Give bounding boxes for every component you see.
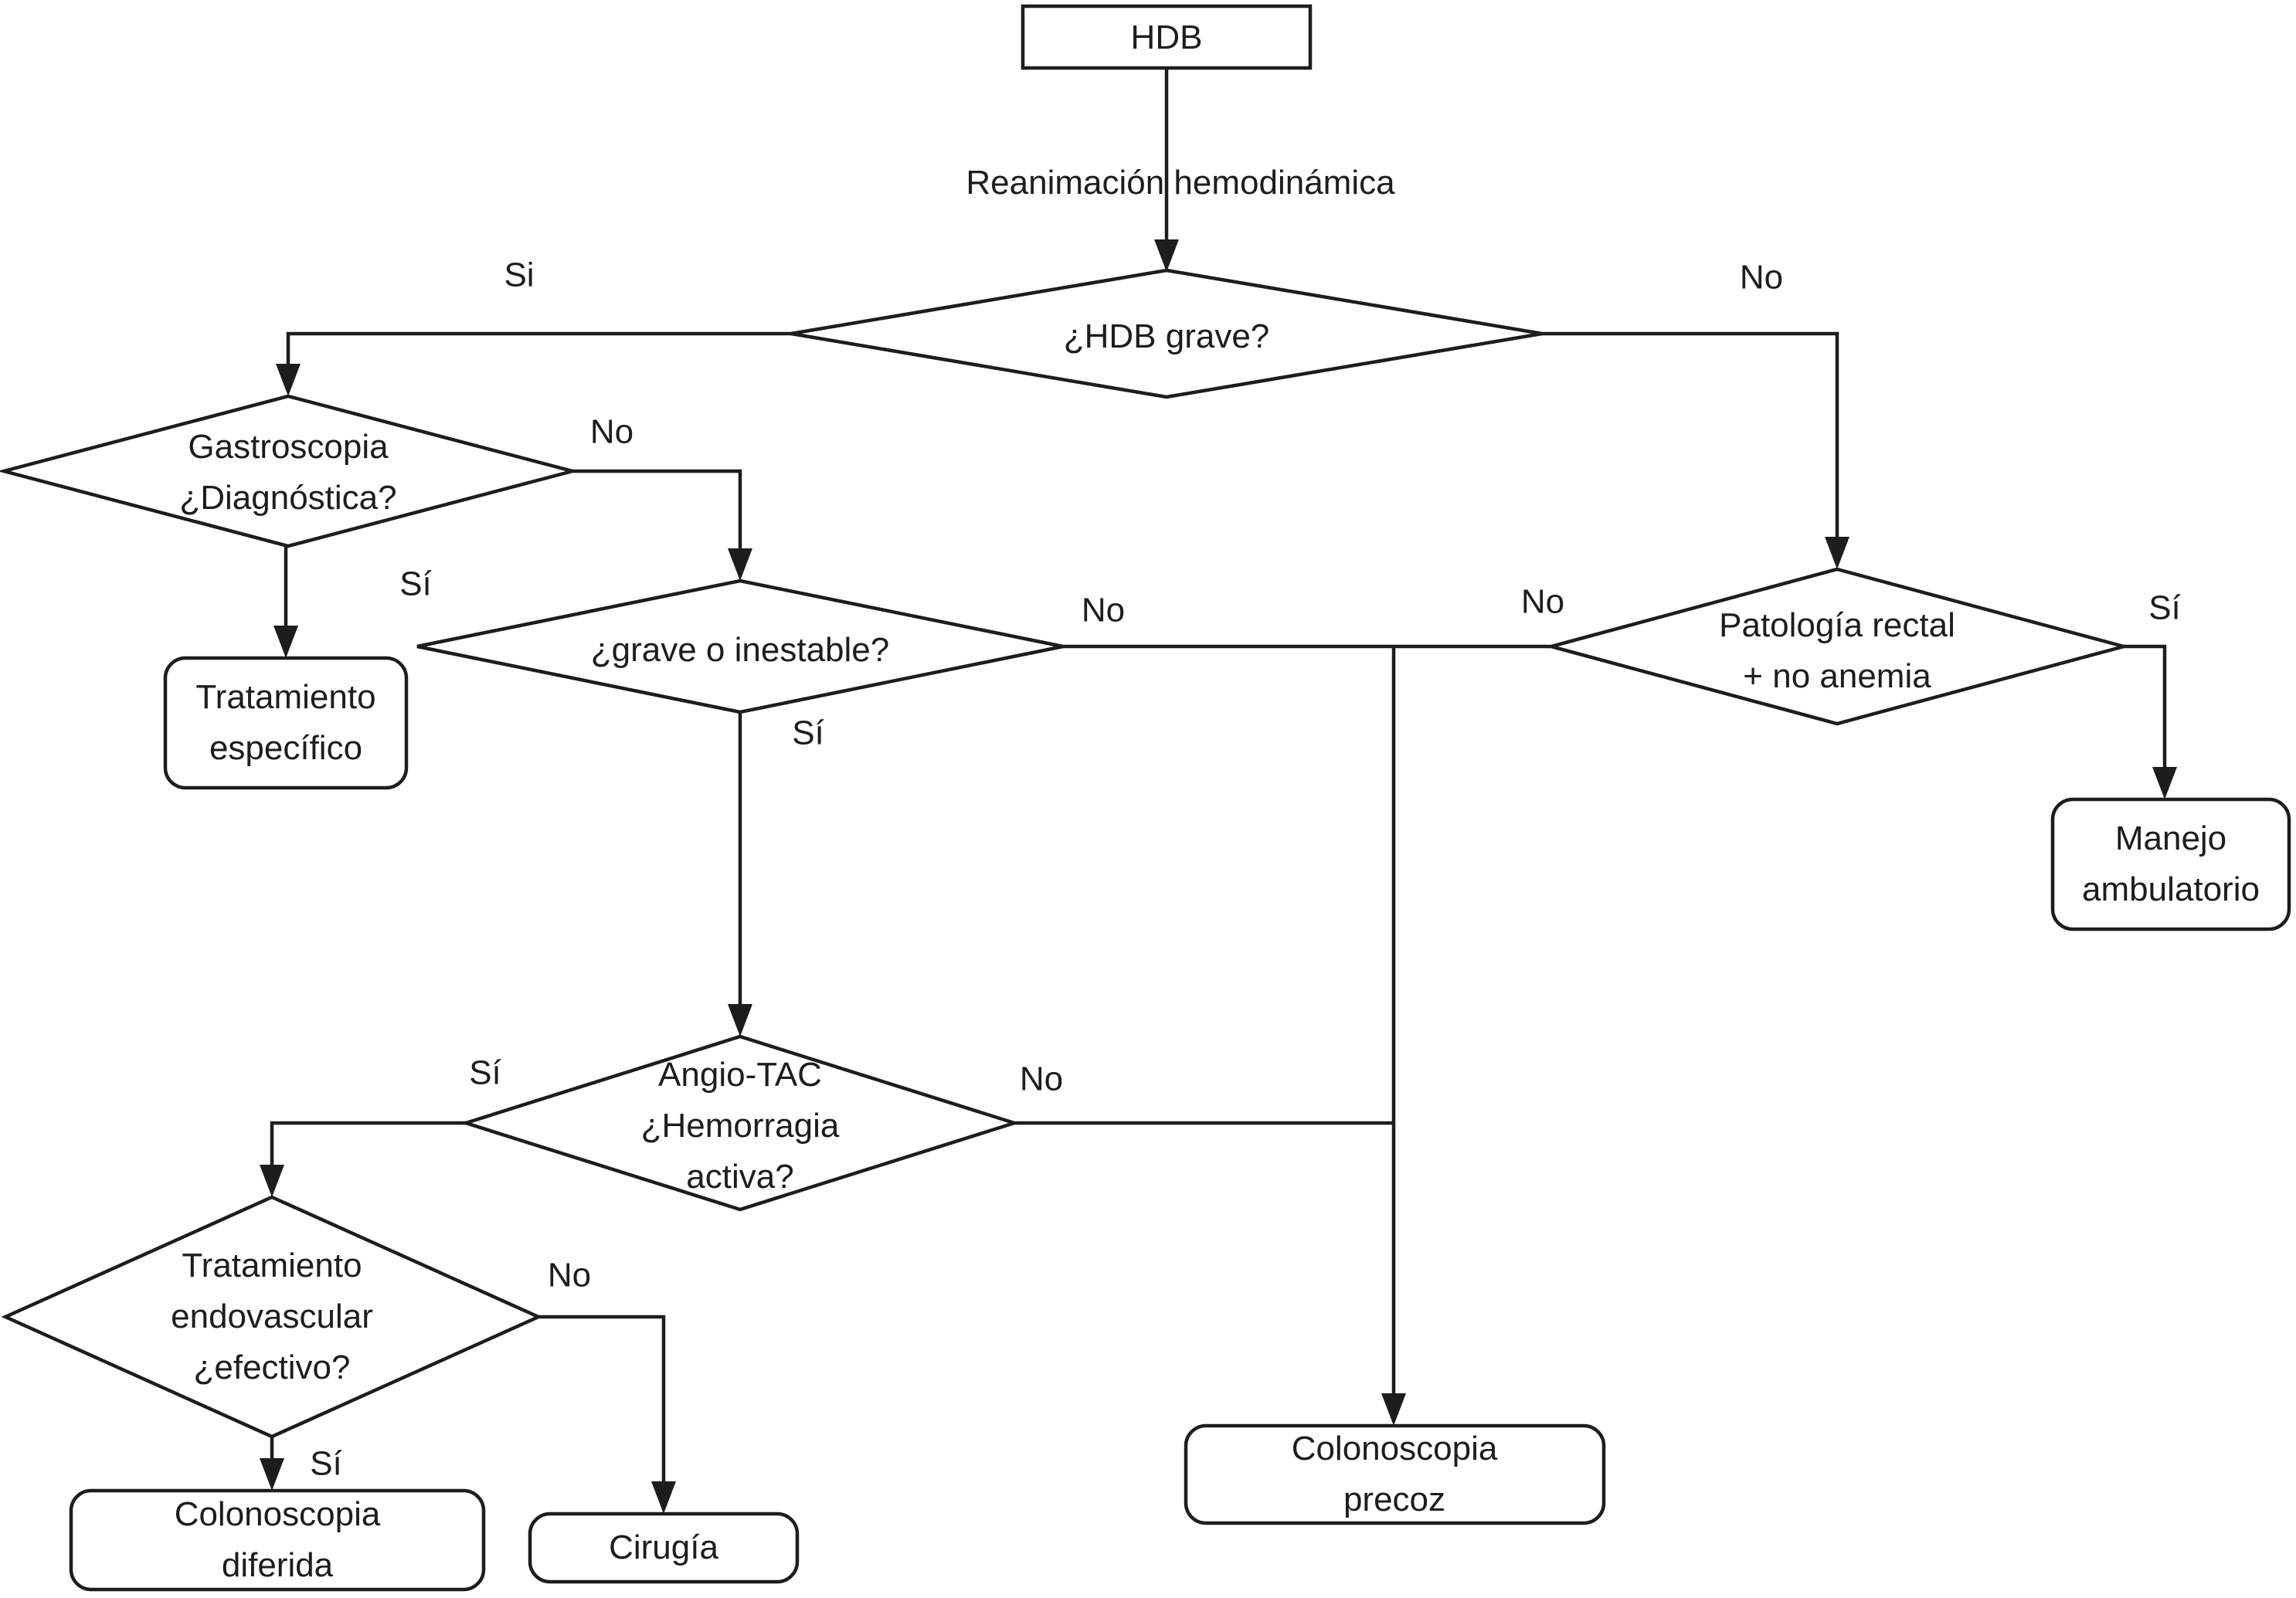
arrowhead-into-angiotac (728, 1004, 752, 1036)
arrowhead-into-graveinestable (728, 548, 752, 581)
edge-label-grave-inestable-si: Sí (792, 714, 824, 752)
arrowhead-into-endovascular (260, 1165, 284, 1197)
arrowhead-into-gastroscopia (276, 364, 301, 396)
terminal-colonoscopia-diferida-shape (69, 1488, 486, 1592)
decision-angio-tac-label: Angio-TAC ¿Hemorragia activa? (640, 1056, 840, 1196)
start-node-hdb-shape (1021, 4, 1313, 70)
terminal-cirugia-label: Cirugía (609, 1528, 718, 1566)
connector-gastroscopia-no (572, 469, 742, 550)
terminal-manejo-ambulatorio-shape (2050, 797, 2291, 931)
arrowhead-into-manejo (2152, 767, 2177, 799)
connectors (260, 68, 2177, 1514)
edge-label-gastroscopia-no: No (589, 412, 634, 451)
reanimacion-process-label: Reanimación hemodinámica (966, 164, 1395, 202)
arrowhead-into-diferida (260, 1458, 284, 1491)
edge-label-endovascular-si: Sí (310, 1444, 342, 1483)
arrowhead-into-cirugia (651, 1481, 676, 1514)
arrowhead-into-tratamiento-especifico (273, 626, 298, 658)
decision-hdb-grave-label: ¿HDB grave? (1063, 317, 1270, 355)
arrowhead-into-precoz (1381, 1393, 1406, 1426)
connector-patologia-si (2124, 644, 2167, 768)
edge-label-patologia-rectal-no: No (1520, 582, 1565, 621)
terminal-colonoscopia-precoz-label: Colonoscopia precoz (1291, 1430, 1498, 1518)
connector-hdbgrave-si (286, 331, 791, 365)
decision-endovascular-shape (1, 1195, 543, 1439)
decision-grave-inestable-shape (416, 578, 1064, 714)
edge-label-endovascular-no: No (547, 1256, 592, 1294)
connector-hdbgrave-no (1542, 331, 1839, 538)
terminal-tratamiento-especifico-label: Tratamiento específico (195, 678, 376, 767)
connector-angiotac-si (270, 1121, 466, 1166)
terminal-colonoscopia-precoz-shape (1184, 1423, 1606, 1525)
terminal-colonoscopia-diferida-label: Colonoscopia diferida (174, 1495, 381, 1584)
arrowhead-into-patologia (1825, 537, 1849, 569)
arrowhead-into-hdbgrave (1154, 239, 1179, 272)
edge-label-patologia-rectal-si: Sí (2148, 589, 2181, 627)
decision-gastroscopia-label: Gastroscopia ¿Diagnóstica? (179, 428, 397, 517)
decision-endovascular-label: Tratamiento endovascular ¿efectivo? (171, 1247, 373, 1386)
decision-hdb-grave-shape (790, 268, 1543, 399)
edge-label-grave-inestable-no: No (1081, 591, 1126, 629)
connector-endovascular-no (538, 1315, 666, 1483)
decision-patologia-rectal-label: Patología rectal + no anemia (1719, 606, 1955, 695)
decision-grave-inestable-label: ¿grave o inestable? (590, 631, 890, 669)
terminal-tratamiento-especifico-shape (163, 656, 409, 790)
start-node-hdb-label: HDB (1130, 19, 1203, 56)
node-shapes (0, 4, 2291, 1592)
decision-gastroscopia-shape (0, 394, 579, 548)
edge-label-hdb-grave-si: Si (504, 256, 535, 294)
terminal-manejo-ambulatorio-label: Manejo ambulatorio (2082, 819, 2260, 908)
edge-label-angio-tac-si: Sí (469, 1053, 501, 1092)
edge-label-angio-tac-no: No (1019, 1060, 1064, 1098)
edge-label-hdb-grave-no: No (1739, 258, 1784, 297)
decision-angio-tac-shape (460, 1034, 1021, 1212)
terminal-cirugia-shape (528, 1511, 800, 1584)
edge-label-gastroscopia-si: Sí (399, 565, 432, 603)
decision-patologia-rectal-shape (1544, 567, 2131, 726)
